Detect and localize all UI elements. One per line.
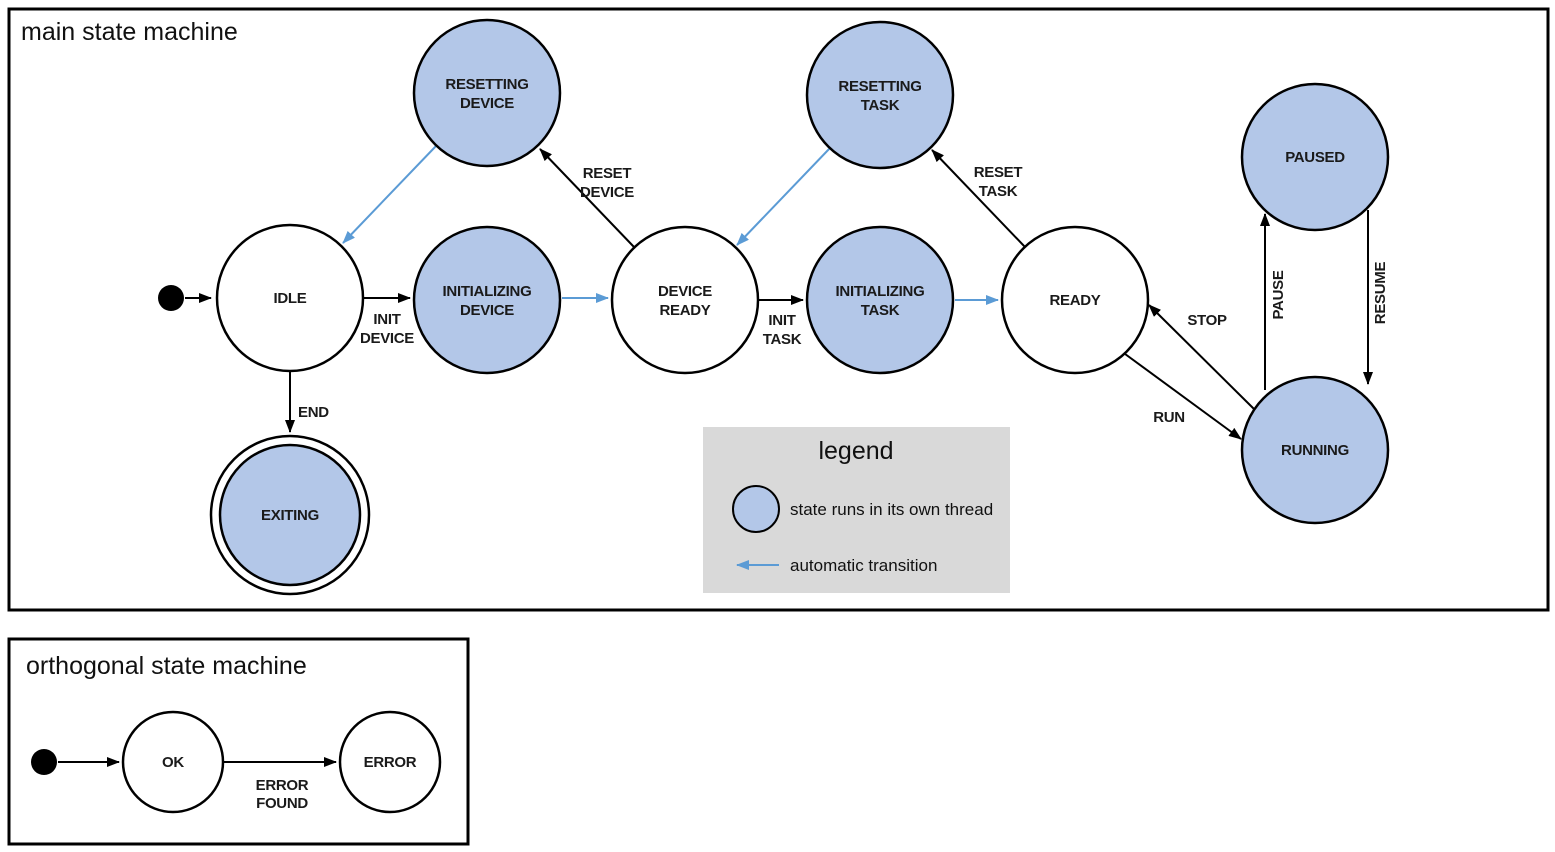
initial-state-dot (158, 285, 184, 311)
state-exiting-label: EXITING (261, 507, 319, 524)
edge-label-init-task-line1: INIT (768, 312, 795, 329)
state-idle: IDLE (215, 223, 365, 373)
orthogonal-frame-title: orthogonal state machine (26, 652, 307, 680)
state-error-label: ERROR (364, 754, 417, 771)
edge-label-reset-device-line2: DEVICE (580, 184, 634, 201)
legend-thread-state-label: state runs in its own thread (790, 500, 993, 519)
state-resetting-task: RESETTING TASK (805, 20, 955, 170)
edge-label-run: RUN (1153, 409, 1185, 426)
edge-label-error-found-line1: ERROR (256, 777, 309, 794)
edge-label-reset-task-line1: RESET (974, 164, 1023, 181)
edge-label-end: END (298, 404, 329, 421)
state-paused-label: PAUSED (1285, 149, 1345, 166)
state-initializing-task-label-line2: TASK (861, 302, 900, 319)
transition-device-ready-to-resetting-device (539, 148, 635, 248)
state-exiting-final: EXITING (209, 434, 371, 596)
edge-label-init-device-line1: INIT (373, 311, 400, 328)
edge-label-reset-task-line2: TASK (979, 183, 1018, 200)
state-ok: OK (121, 710, 225, 814)
state-resetting-task-label-line2: TASK (861, 97, 900, 114)
state-paused: PAUSED (1240, 82, 1390, 232)
transition-resetting-task-to-device-ready-automatic (736, 147, 831, 246)
state-ok-circle (121, 710, 225, 814)
edge-label-init-task-line2: TASK (763, 331, 802, 348)
state-device-ready-circle (610, 225, 760, 375)
legend-automatic-transition-label: automatic transition (790, 556, 937, 575)
state-idle-circle (215, 223, 365, 373)
transition-ready-to-resetting-task (931, 149, 1026, 248)
state-resetting-device-label-line1: RESETTING (445, 76, 528, 93)
state-device-ready-label-line1: DEVICE (658, 283, 712, 300)
state-device-ready-label-line2: READY (659, 302, 710, 319)
state-exiting-inner-circle (218, 443, 362, 587)
state-resetting-task-circle (805, 20, 955, 170)
state-idle-label: IDLE (274, 290, 307, 307)
state-resetting-task-label-line1: RESETTING (838, 78, 921, 95)
transition-ready-to-running-run (1120, 350, 1242, 440)
orthogonal-initial-state-dot (31, 749, 57, 775)
state-initializing-task-label-line1: INITIALIZING (836, 283, 925, 300)
state-error: ERROR (338, 710, 442, 814)
legend-title: legend (818, 437, 893, 465)
main-frame-title: main state machine (21, 18, 238, 46)
edge-label-init-device-line2: DEVICE (360, 330, 414, 347)
edge-label-pause: PAUSE (1270, 270, 1287, 319)
legend: legend state runs in its own thread auto… (703, 427, 1010, 593)
state-resetting-device-label-line2: DEVICE (460, 95, 514, 112)
state-ready-circle (1000, 225, 1150, 375)
state-running: RUNNING (1240, 375, 1390, 525)
transition-running-to-ready-stop (1148, 304, 1255, 410)
state-initializing-device-label-line2: DEVICE (460, 302, 514, 319)
edge-label-resume: RESUME (1372, 262, 1389, 325)
state-initializing-device-circle (412, 225, 562, 375)
state-running-circle (1240, 375, 1390, 525)
state-running-label: RUNNING (1281, 442, 1349, 459)
state-ok-label: OK (162, 754, 184, 771)
transition-resetting-device-to-idle-automatic (342, 145, 437, 244)
state-initializing-device: INITIALIZING DEVICE (412, 225, 562, 375)
state-initializing-task-circle (805, 225, 955, 375)
edge-label-error-found-line2: FOUND (256, 795, 308, 812)
state-resetting-device-circle (412, 18, 562, 168)
state-initializing-device-label-line1: INITIALIZING (443, 283, 532, 300)
state-ready: READY (1000, 225, 1150, 375)
legend-thread-state-icon (732, 485, 780, 533)
state-paused-circle (1240, 82, 1390, 232)
edge-label-stop: STOP (1187, 312, 1227, 329)
state-ready-label: READY (1049, 292, 1100, 309)
state-resetting-device: RESETTING DEVICE (412, 18, 562, 168)
edge-label-reset-device-line1: RESET (583, 165, 632, 182)
state-initializing-task: INITIALIZING TASK (805, 225, 955, 375)
state-error-circle (338, 710, 442, 814)
state-device-ready: DEVICE READY (610, 225, 760, 375)
